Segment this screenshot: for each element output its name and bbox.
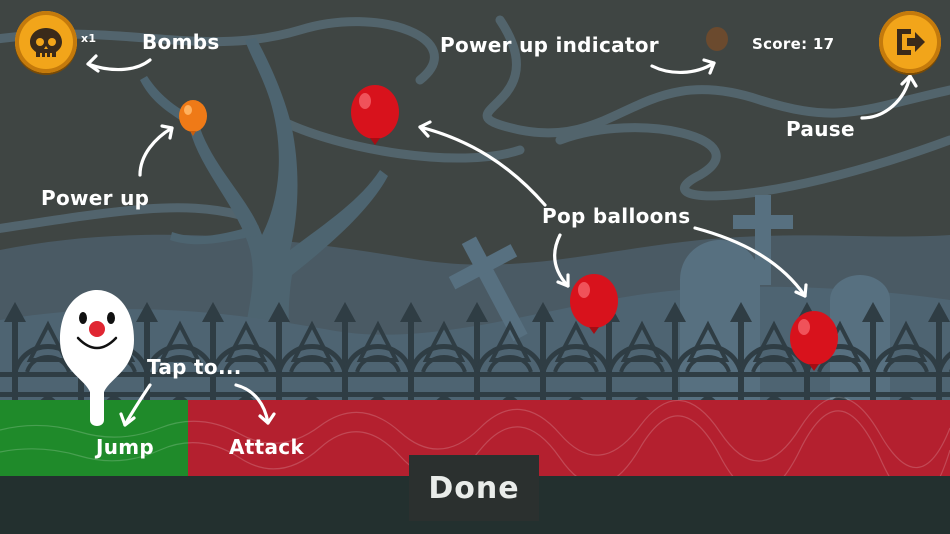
clown-nose-icon <box>89 321 105 337</box>
bomb-button[interactable] <box>15 11 77 73</box>
arrow-to-power-up <box>138 126 174 177</box>
arrow-to-bombs <box>86 58 152 72</box>
tap-to-label: Tap to... <box>147 355 242 379</box>
bombs-label: Bombs <box>142 30 220 54</box>
pop-balloons-label: Pop balloons <box>542 204 691 228</box>
pause-label: Pause <box>786 117 855 141</box>
attack-zone[interactable] <box>188 400 950 476</box>
red-balloon[interactable] <box>570 274 618 334</box>
bomb-count: x1 <box>81 32 97 45</box>
arrow-to-attack <box>234 383 270 425</box>
red-balloon[interactable] <box>790 311 838 371</box>
skull-icon <box>30 28 62 57</box>
exit-icon <box>897 29 925 55</box>
power-up-label: Power up <box>41 186 150 210</box>
pause-button[interactable] <box>879 11 941 73</box>
arrow-to-balloon-right <box>693 226 807 298</box>
power-up-balloon[interactable] <box>179 100 207 136</box>
red-balloon[interactable] <box>351 85 399 145</box>
attack-label: Attack <box>229 435 305 459</box>
wind-swirls <box>0 15 950 234</box>
grass-texture <box>0 396 950 502</box>
jump-label: Jump <box>96 435 155 459</box>
power-up-indicator-icon <box>706 27 728 51</box>
arrow-to-indicator <box>650 61 716 75</box>
arrow-to-balloon-top <box>418 125 547 207</box>
ghost-player <box>60 290 134 426</box>
score-display: Score: 17 <box>752 35 835 53</box>
arrow-to-pause <box>860 74 912 120</box>
power-up-indicator-label: Power up indicator <box>440 33 659 57</box>
tutorial-arrows <box>86 54 918 427</box>
arrow-to-balloon-mid <box>553 233 570 288</box>
dead-tree <box>140 38 388 400</box>
done-button[interactable]: Done <box>409 455 539 521</box>
